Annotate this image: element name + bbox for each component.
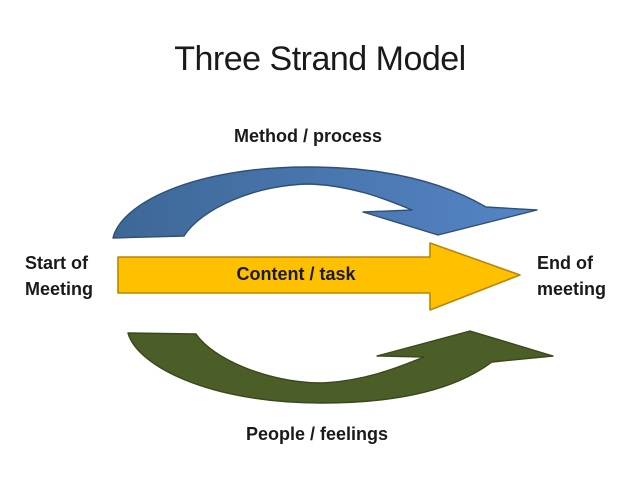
people-arc-arrow-shape: [127, 330, 554, 404]
content-task-label: Content / task: [236, 264, 356, 284]
end-of-meeting-label: End of meeting: [537, 250, 606, 302]
end-label-line2: meeting: [537, 279, 607, 299]
slide-title: Three Strand Model: [174, 40, 466, 78]
method-process-label: Method / process: [233, 126, 383, 146]
people-feelings-label: People / feelings: [245, 424, 389, 444]
end-label-line1: End of: [537, 253, 593, 273]
content-arrow-shape: [117, 242, 521, 311]
start-label-line1: Start of: [25, 253, 88, 273]
method-arc-arrow-shape: [112, 166, 538, 239]
start-label-line2: Meeting: [25, 279, 94, 299]
start-of-meeting-label: Start of Meeting: [25, 250, 93, 302]
